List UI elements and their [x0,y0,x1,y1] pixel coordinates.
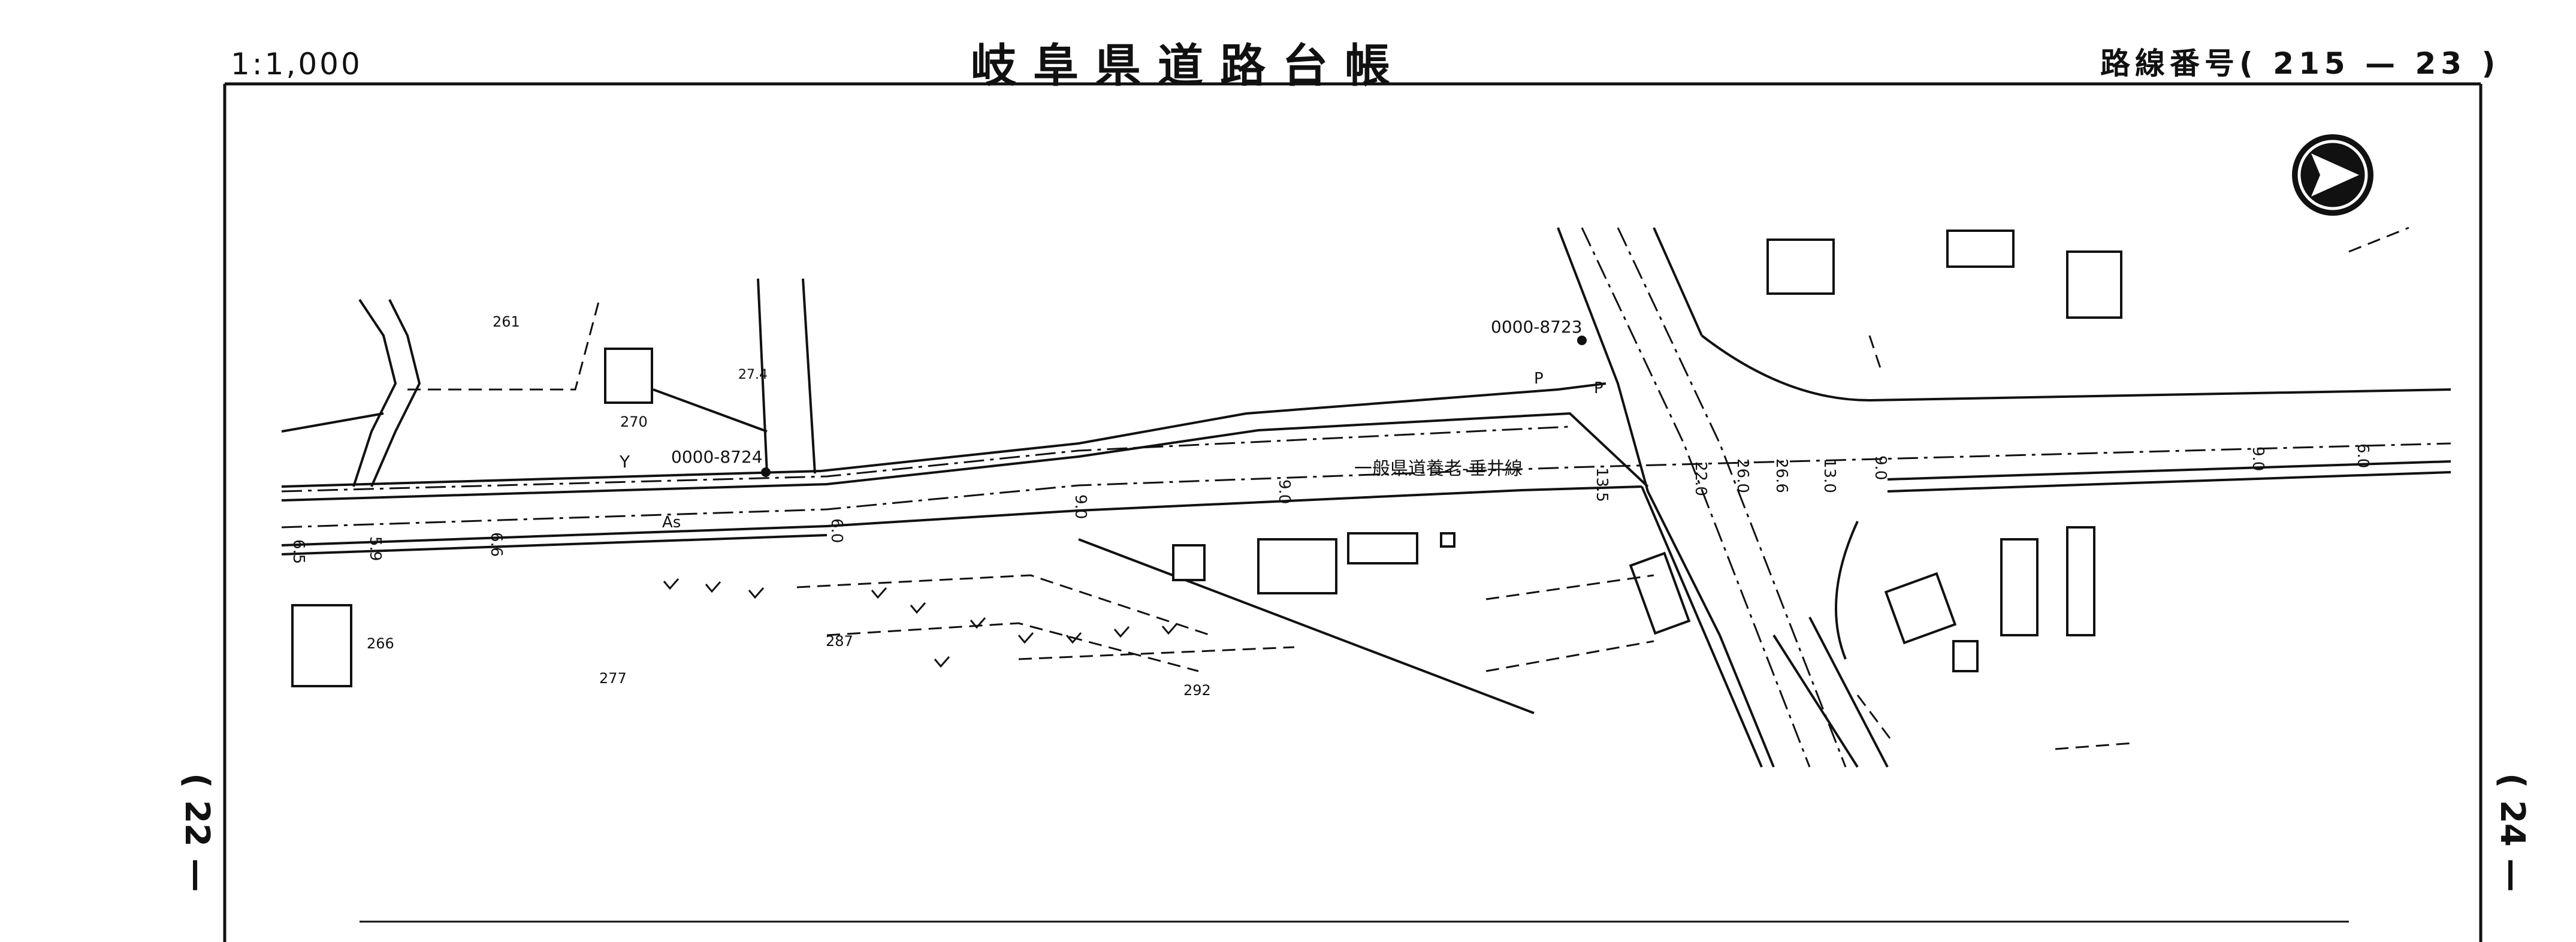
parcel-boundaries [407,227,2409,750]
route-number-label: 路線番号( 215 — 23 ) [2100,40,2500,83]
width-label: 26.0 [1734,458,1751,493]
width-label: 9.0 [2249,446,2267,471]
parcel-number: 266 [367,635,394,652]
width-label: 13.5 [1593,467,1611,502]
width-label: 13.0 [1820,458,1838,493]
road-name-label: 一般県道養老-垂井線 [1354,458,1523,479]
parcel-number: 261 [493,313,520,330]
buildings [291,230,2122,687]
parcel-number: 292 [1183,682,1211,699]
parcel-number: 277 [599,670,627,687]
parcel-number: 287 [826,633,853,650]
surface-label: As [662,514,681,532]
parcel-number: 270 [620,413,648,430]
benchmark-label: 0000-8724 [671,447,763,467]
width-label: 6.0 [828,518,845,543]
symbol-label: P [1534,370,1544,388]
road-width-labels: 6.5 5.9 6.6 6.0 9.0 9.0 13.5 22.0 26.0 2… [289,443,2372,564]
width-label: 9.0 [1275,479,1293,504]
route-dash: — [2365,46,2400,81]
width-label: 6.5 [289,539,307,564]
field-symbols [663,578,1178,668]
width-label: 5.9 [366,536,384,561]
width-label: 26.6 [1772,458,1790,493]
map-frame [223,82,2483,942]
route-number: 215 [2273,46,2350,81]
adjacent-page-right: ( 24 — [2493,773,2532,892]
crossing-centerline [1581,227,1847,768]
width-label: 6.6 [487,532,505,557]
benchmark-label: 0000-8723 [1491,317,1583,337]
symbol-label: Y [619,452,630,472]
benchmark-points [761,336,1587,477]
crossing-road [1557,227,1889,768]
adjacent-page-left: ( 22 — [177,773,216,892]
symbol-label: P [1594,379,1603,397]
width-label: 6.0 [2354,443,2372,468]
width-label: 22.0 [1692,461,1710,496]
route-prefix: 路線番号( [2100,46,2258,81]
width-label: 9.0 [1871,455,1889,480]
parcel-number: 27.4 [738,367,768,382]
width-label: 9.0 [1071,494,1089,519]
route-section: 23 [2415,46,2467,81]
main-road [281,334,2451,660]
map-scale: 1:1,000 [231,47,363,81]
embankment [281,278,1535,714]
road-centerline [281,425,2451,529]
north-arrow-icon [2292,134,2373,216]
route-suffix: ) [2481,46,2500,81]
